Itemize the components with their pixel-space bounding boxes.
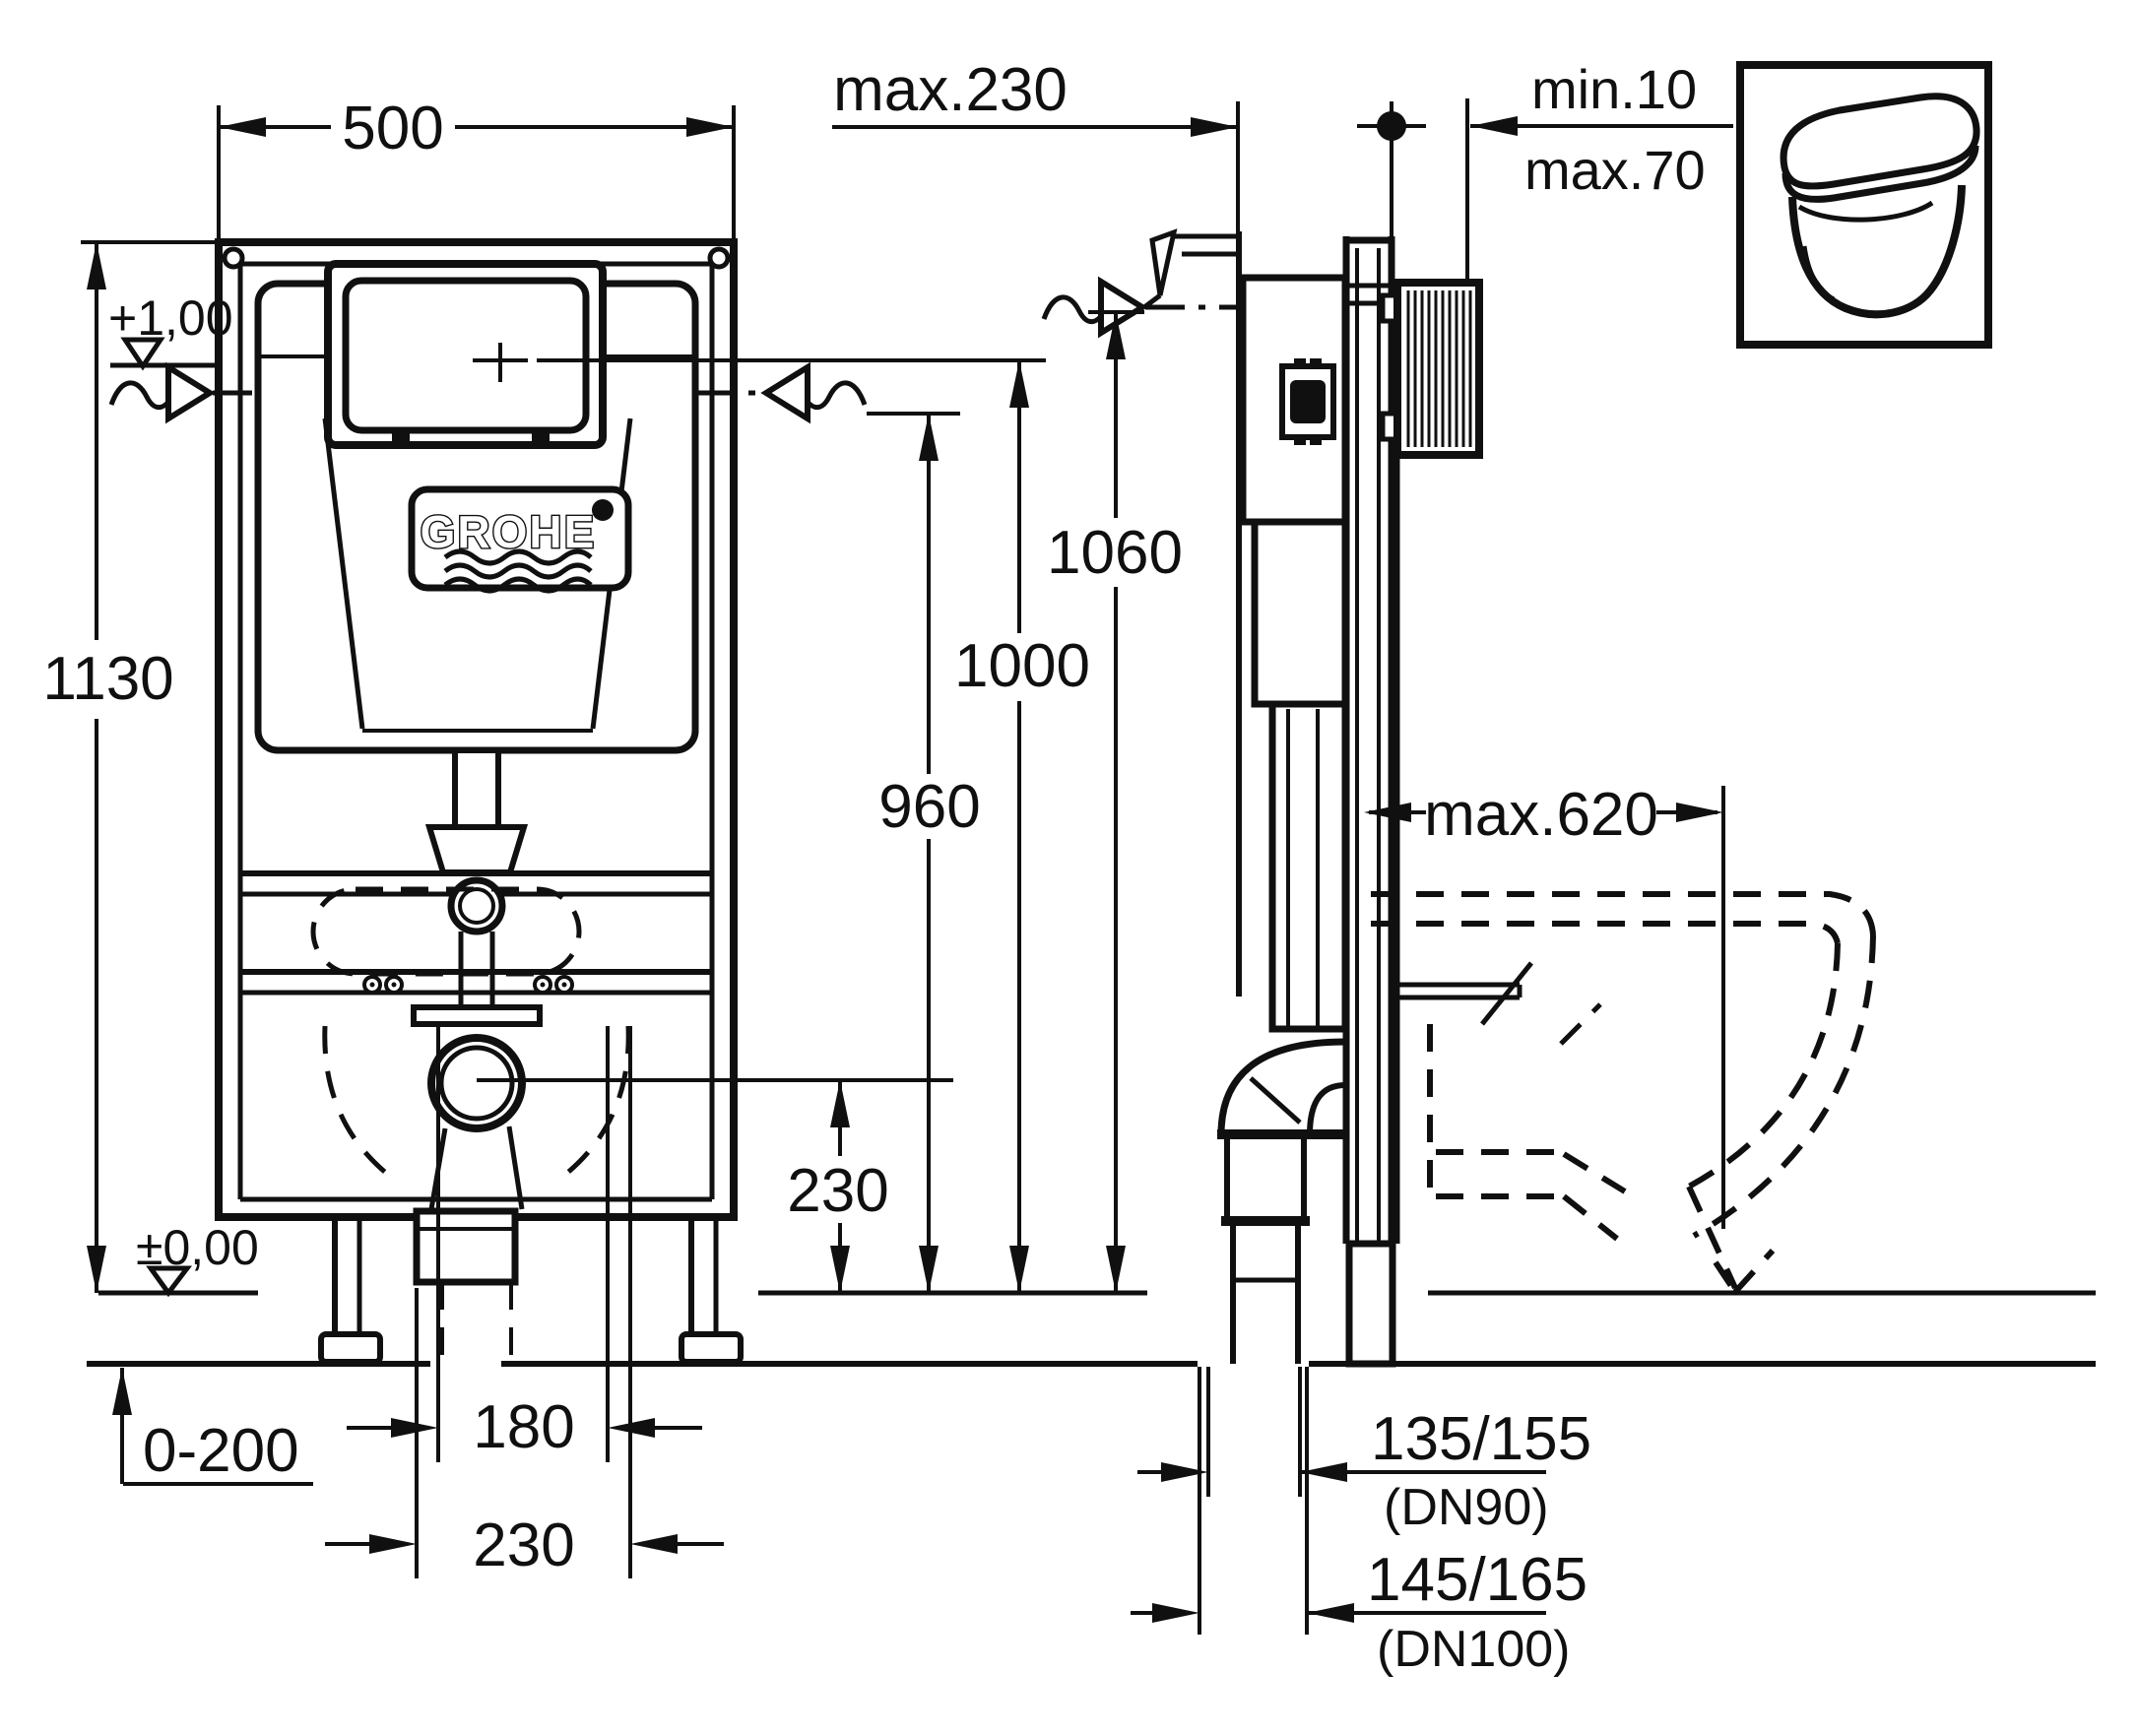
corner-screw-right [707, 246, 731, 270]
dim-drain-dn90: 135/155 (DN90) [1137, 1405, 1591, 1536]
dim-projection-max: max.620 [1364, 781, 1725, 1229]
dim-front-width: 500 [217, 95, 736, 242]
dim-height-1060: 1060 [1047, 310, 1183, 1293]
dim-height-960: 960 [867, 412, 981, 1293]
dim-height-1000: 1000 [537, 358, 1090, 1293]
corner-screw-left [222, 246, 245, 270]
floor-lines [87, 1290, 2096, 1367]
dim-projection-max-label: max.620 [1424, 781, 1658, 849]
dim-foot-adjust-label: 0-200 [143, 1417, 299, 1485]
dim-outlet-offset-label: 230 [473, 1511, 574, 1579]
dim-overall-height: 1130 [42, 240, 215, 1293]
level-marker-plus-100: +1,00 [108, 290, 233, 371]
dim-overall-height-label: 1130 [42, 645, 173, 713]
water-supply-symbol-right [760, 361, 868, 424]
front-view-drain-train [310, 747, 631, 1364]
water-supply-symbol-left [108, 361, 216, 424]
dim-front-width-label: 500 [342, 95, 443, 162]
grohe-logo-text: GROHE [421, 506, 597, 557]
water-supply-symbol-side [1041, 276, 1148, 339]
dim-outlet-offset: 230 [325, 1026, 724, 1579]
dim-outlet-height-label: 230 [787, 1157, 888, 1225]
dim-height-1000-label: 1000 [954, 632, 1090, 700]
dim-depth-max: max.230 [832, 56, 1240, 231]
foot-plate-left [318, 1331, 383, 1365]
side-drain-elbow [1198, 1038, 1349, 1635]
grohe-logo-dot-icon [592, 499, 614, 521]
wall-hung-wc-icon [1736, 61, 1992, 349]
outlet-socket [427, 1034, 526, 1132]
dim-bolt-spacing: 180 [347, 1026, 702, 1462]
side-foot [1345, 1240, 1396, 1368]
level-plus-label: +1,00 [108, 290, 233, 346]
dim-drain-dn100-sublabel: (DN100) [1377, 1621, 1571, 1678]
dim-wall-min-label: min.10 [1531, 58, 1697, 120]
level-marker-zero: ±0,00 [136, 1220, 259, 1298]
dim-foot-adjust: 0-200 [112, 1368, 313, 1486]
fixing-point-marker [1357, 101, 1426, 236]
dim-height-960-label: 960 [878, 773, 980, 841]
dashed-wc-outline-side [1371, 891, 1876, 1295]
dim-drain-dn90-sublabel: (DN90) [1384, 1479, 1549, 1536]
dim-wall-max-label: max.70 [1524, 139, 1706, 201]
threaded-flush-bend [1393, 279, 1483, 459]
dim-drain-dn100-label: 145/165 [1367, 1546, 1587, 1614]
dim-drain-dn100: 145/165 (DN100) [1131, 1546, 1587, 1678]
dim-outlet-height: 230 [477, 1078, 953, 1293]
foot-plate-right [679, 1331, 744, 1365]
dim-bolt-spacing-label: 180 [473, 1393, 574, 1461]
flush-plate-window [324, 260, 607, 449]
side-view [1041, 228, 1876, 1635]
fixing-bolts [362, 975, 574, 995]
dim-wall-thickness: min.10 max.70 [1465, 58, 1733, 286]
actuation-unit [1279, 358, 1336, 445]
dim-drain-dn90-label: 135/155 [1371, 1405, 1591, 1473]
dim-height-1060-label: 1060 [1047, 519, 1183, 587]
dim-depth-max-label: max.230 [833, 56, 1068, 124]
grohe-logo-badge: GROHE [408, 485, 632, 594]
